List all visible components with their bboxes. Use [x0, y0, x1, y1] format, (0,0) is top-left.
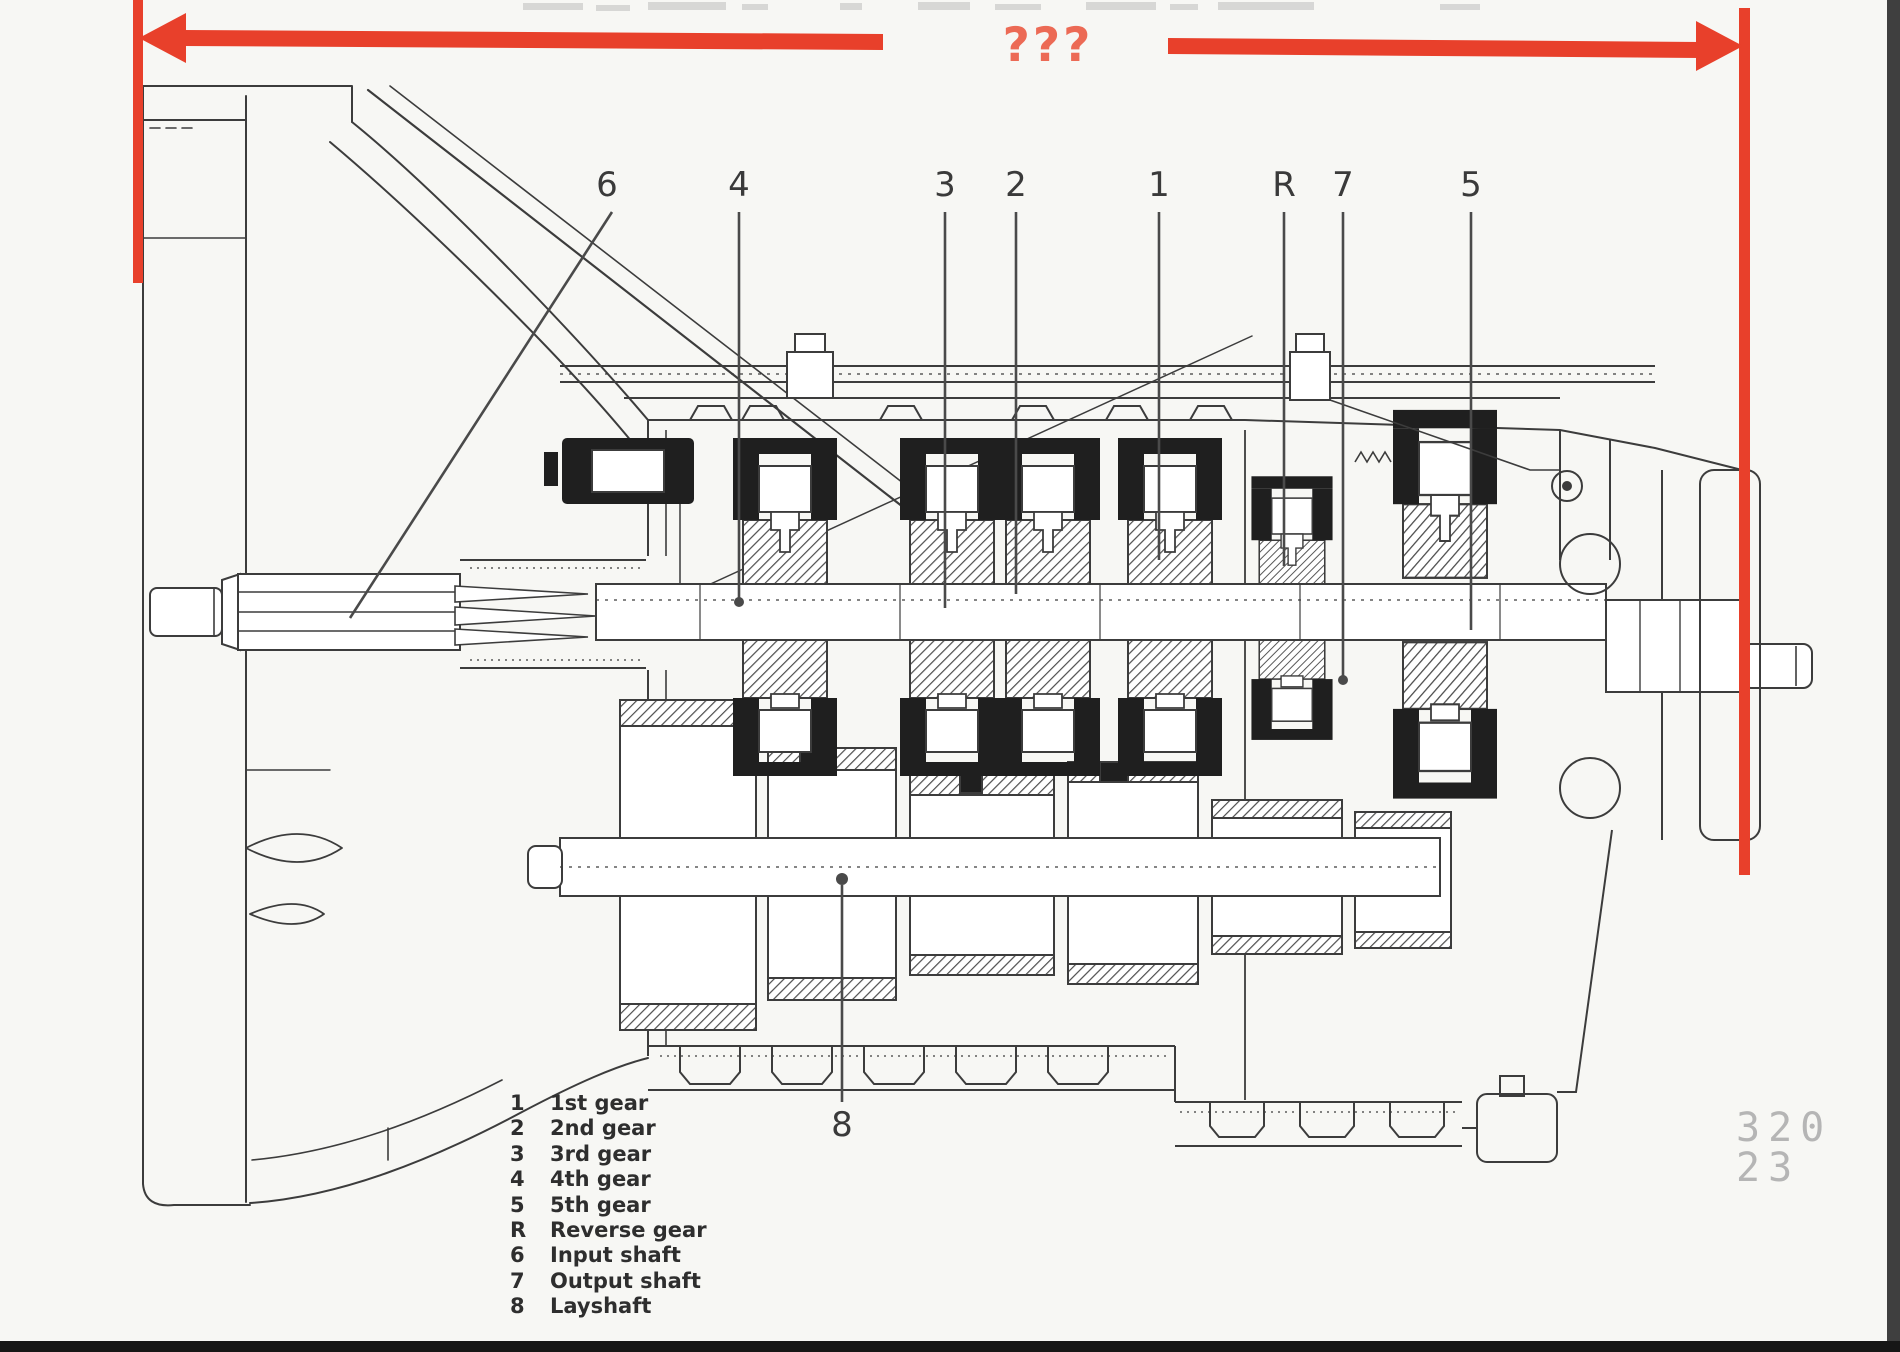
right-extent-line: [1739, 8, 1750, 875]
legend-key: R: [510, 1217, 527, 1242]
legend-row: 8 Layshaft: [510, 1294, 707, 1319]
callout-label-8: 8: [831, 1105, 853, 1145]
legend-label: Reverse gear: [550, 1217, 707, 1242]
callout-label-4: 4: [728, 165, 750, 205]
legend-label: Output shaft: [550, 1268, 701, 1293]
dimension-annotation: [133, 0, 1750, 875]
callout-label-R: R: [1272, 165, 1296, 205]
cropped-text-fragment: [523, 2, 1480, 11]
legend-label: Layshaft: [550, 1294, 652, 1319]
arrow-shaft-right: [1168, 38, 1700, 58]
bottom-edge-bar: [0, 1341, 1900, 1352]
front-bearing-retainer: [544, 438, 694, 504]
callout-leader-lines: [348, 211, 1473, 1102]
legend-key: 5: [510, 1192, 525, 1217]
arrowhead-left-icon: [139, 13, 186, 63]
legend: 1 1st gear 2 2nd gear 3 3rd gear 4 4th g…: [510, 1091, 707, 1320]
callout-label-1: 1: [1148, 165, 1170, 205]
dimension-question-text: ???: [1002, 18, 1094, 73]
legend-row: 2 2nd gear: [510, 1116, 707, 1141]
callout-label-6: 6: [596, 165, 618, 205]
arrowhead-right-icon: [1696, 21, 1743, 71]
legend-key: 3: [510, 1141, 525, 1166]
legend-row: 3 3rd gear: [510, 1142, 707, 1167]
legend-key: 1: [510, 1091, 525, 1115]
legend-row: R Reverse gear: [510, 1218, 707, 1243]
legend-key: 7: [510, 1268, 525, 1293]
legend-label: 1st gear: [550, 1091, 649, 1115]
callout-label-7: 7: [1332, 165, 1354, 205]
legend-label: 5th gear: [550, 1192, 651, 1217]
legend-label: 3rd gear: [550, 1141, 652, 1166]
tail-housing: [1329, 399, 1761, 1163]
legend-row: 1 1st gear: [510, 1091, 707, 1116]
callout-label-3: 3: [934, 165, 956, 205]
legend-key: 4: [510, 1167, 525, 1192]
figure-number: 320 23: [1736, 1105, 1833, 1191]
callout-label-5: 5: [1460, 165, 1482, 205]
legend-row: 6 Input shaft: [510, 1243, 707, 1268]
callout-label-2: 2: [1005, 165, 1027, 205]
right-edge-bar: [1887, 0, 1900, 1352]
left-extent-line: [133, 0, 143, 283]
legend-key: 8: [510, 1294, 525, 1319]
shafts: [149, 559, 1813, 897]
legend-key: 6: [510, 1243, 525, 1268]
arrow-shaft-left: [183, 30, 883, 50]
legend-label: Input shaft: [550, 1243, 681, 1268]
legend-label: 4th gear: [550, 1167, 651, 1192]
legend-row: 5 5th gear: [510, 1193, 707, 1218]
legend-key: 2: [510, 1116, 525, 1141]
legend-label: 2nd gear: [550, 1116, 656, 1141]
legend-row: 4 4th gear: [510, 1167, 707, 1192]
legend-row: 7 Output shaft: [510, 1269, 707, 1294]
